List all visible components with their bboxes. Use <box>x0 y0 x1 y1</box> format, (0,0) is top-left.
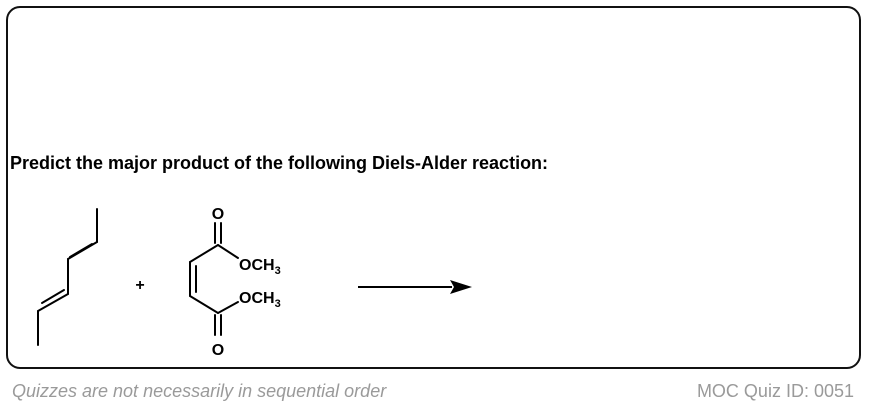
diene-double-bond <box>41 289 65 304</box>
ester-bond <box>217 244 239 259</box>
methoxy-subscript: 3 <box>275 298 281 310</box>
quiz-id: MOC Quiz ID: 0051 <box>696 381 854 401</box>
chain-bond <box>189 295 219 314</box>
ester-bond <box>217 301 239 314</box>
methoxy-label: OCH3 <box>239 257 281 277</box>
methoxy-subscript: 3 <box>275 265 281 277</box>
diene-bond <box>37 293 69 312</box>
methoxy-main: OCH <box>239 257 275 274</box>
chain-bond <box>189 244 219 263</box>
question-text: Predict the major product of the followi… <box>10 153 549 173</box>
diene-double-bond <box>69 243 93 258</box>
arrow-head-icon <box>450 280 472 294</box>
order-disclaimer: Quizzes are not necessarily in sequentia… <box>12 381 387 401</box>
methoxy-label: OCH3 <box>239 290 281 310</box>
reaction-arrow <box>358 280 472 294</box>
oxygen-label: O <box>212 342 224 359</box>
oxygen-label: O <box>212 206 224 223</box>
quiz-card <box>6 6 861 369</box>
diene-structure <box>37 208 98 346</box>
dienophile-structure <box>189 222 239 336</box>
methoxy-main: OCH <box>239 290 275 307</box>
plus-sign: + <box>135 277 144 294</box>
